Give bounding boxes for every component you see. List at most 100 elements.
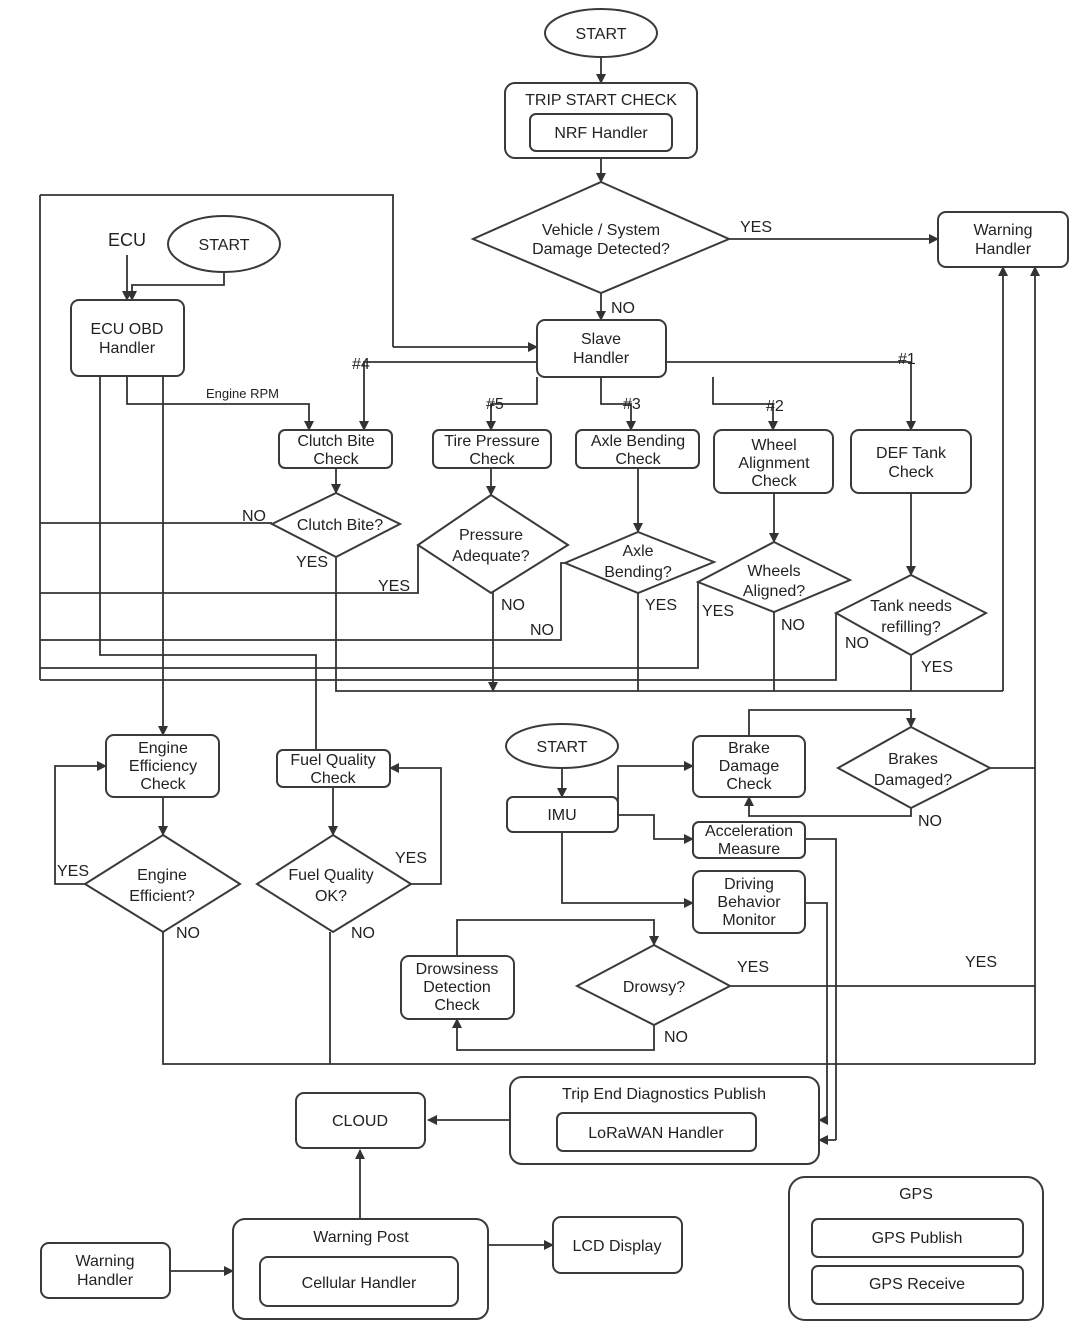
tire-pressure-check-node: Tire Pressure Check	[432, 429, 552, 469]
trip-start-check-node: TRIP START CHECK NRF Handler	[504, 82, 698, 159]
warning-handler-bottom-node: Warning Handler	[40, 1242, 171, 1299]
start-node-imu: START	[505, 723, 619, 769]
edge-label-engine-yes: YES	[57, 863, 89, 880]
edge-label-drowsy-yes-right: YES	[965, 954, 997, 971]
svg-text:Tire Pressure: Tire Pressure	[444, 433, 540, 450]
svg-text:Vehicle / System: Vehicle / System	[542, 222, 660, 239]
svg-text:GPS Publish: GPS Publish	[872, 1230, 963, 1247]
brake-damage-check-node: Brake Damage Check	[692, 735, 806, 798]
edge-label-axle-no: NO	[530, 622, 554, 639]
lcd-display-node: LCD Display	[552, 1216, 683, 1274]
svg-text:IMU: IMU	[547, 807, 576, 824]
svg-text:Check: Check	[310, 770, 356, 787]
svg-text:Acceleration: Acceleration	[705, 823, 793, 840]
svg-text:Behavior: Behavior	[717, 894, 781, 911]
edge-label-wheels-yes: YES	[702, 603, 734, 620]
warning-post-node: Warning Post Cellular Handler	[232, 1218, 489, 1320]
edge-label-n2: #2	[766, 398, 784, 415]
svg-text:Axle: Axle	[622, 543, 653, 560]
svg-text:Warning: Warning	[974, 222, 1033, 239]
svg-text:Check: Check	[140, 776, 186, 793]
edge-label-drowsy-no: NO	[664, 1029, 688, 1046]
clutch-bite-decision: Clutch Bite?	[269, 491, 403, 559]
edge-label-tank-yes: YES	[921, 659, 953, 676]
svg-text:Check: Check	[751, 473, 797, 490]
connectors	[39, 57, 1040, 1276]
slave-handler-node: Slave Handler	[536, 319, 667, 378]
svg-text:Trip End Diagnostics Publish: Trip End Diagnostics Publish	[562, 1086, 766, 1103]
svg-text:Bending?: Bending?	[604, 564, 672, 581]
edge-label-clutch-no: NO	[242, 508, 266, 525]
drowsy-decision: Drowsy?	[574, 943, 733, 1027]
edge-label-wheels-no: NO	[781, 617, 805, 634]
svg-text:CLOUD: CLOUD	[332, 1113, 388, 1130]
svg-text:Check: Check	[726, 776, 772, 793]
edge-label-clutch-yes: YES	[296, 554, 328, 571]
svg-text:Warning Post: Warning Post	[313, 1229, 409, 1246]
ecu-label: ECU	[108, 230, 146, 250]
acceleration-measure-node: Acceleration Measure	[692, 821, 806, 859]
start-node-top: START	[544, 8, 658, 58]
svg-text:Engine: Engine	[138, 740, 188, 757]
svg-text:Warning: Warning	[76, 1253, 135, 1270]
svg-text:LoRaWAN Handler: LoRaWAN Handler	[588, 1125, 724, 1142]
svg-text:Handler: Handler	[975, 241, 1032, 258]
svg-text:Fuel Quality: Fuel Quality	[290, 752, 375, 769]
svg-text:Tank needs: Tank needs	[870, 598, 952, 615]
engine-efficiency-check-node: Engine Efficiency Check	[105, 734, 220, 798]
edge-label-damage-yes: YES	[740, 219, 772, 236]
svg-text:START: START	[537, 739, 588, 756]
edge-label-axle-yes: YES	[645, 597, 677, 614]
svg-text:Axle Bending: Axle Bending	[591, 433, 685, 450]
svg-text:Damaged?: Damaged?	[874, 772, 952, 789]
edge-labels: YES NO Engine RPM #4 #1 #5 #3 #2 NO YES …	[57, 219, 997, 1046]
driving-behavior-monitor-node: Driving Behavior Monitor	[692, 870, 806, 934]
svg-text:Clutch Bite: Clutch Bite	[297, 433, 374, 450]
edge-label-n1: #1	[898, 351, 916, 368]
svg-text:Check: Check	[434, 997, 480, 1014]
svg-text:DEF Tank: DEF Tank	[876, 445, 947, 462]
svg-text:Check: Check	[615, 451, 661, 468]
ecu-obd-handler-node: ECU OBD Handler	[70, 299, 185, 377]
svg-text:Check: Check	[469, 451, 515, 468]
start-node-ecu: START	[167, 215, 281, 273]
svg-text:Aligned?: Aligned?	[743, 583, 805, 600]
svg-text:Handler: Handler	[77, 1272, 134, 1289]
svg-text:Brakes: Brakes	[888, 751, 938, 768]
svg-text:Detection: Detection	[423, 979, 491, 996]
edge-label-brakes-no: NO	[918, 813, 942, 830]
svg-text:Wheels: Wheels	[747, 563, 800, 580]
warning-handler-node: Warning Handler	[937, 211, 1069, 268]
edge-label-fuel-yes: YES	[395, 850, 427, 867]
cloud-node: CLOUD	[295, 1092, 426, 1149]
svg-text:Fuel Quality: Fuel Quality	[288, 867, 373, 884]
edge-label-tank-no: NO	[845, 635, 869, 652]
svg-text:GPS: GPS	[899, 1186, 933, 1203]
trip-end-diagnostics-node: Trip End Diagnostics Publish LoRaWAN Han…	[509, 1076, 820, 1165]
edge-label-pressure-yes: YES	[378, 578, 410, 595]
clutch-bite-check-node: Clutch Bite Check	[278, 429, 393, 469]
edge-label-n3: #3	[623, 396, 641, 413]
svg-text:START: START	[576, 26, 627, 43]
svg-text:Drowsiness: Drowsiness	[416, 961, 499, 978]
svg-text:Check: Check	[888, 464, 934, 481]
svg-text:Alignment: Alignment	[738, 455, 810, 472]
fuel-quality-check-node: Fuel Quality Check	[276, 749, 391, 788]
svg-text:Clutch Bite?: Clutch Bite?	[297, 517, 383, 534]
svg-text:Check: Check	[313, 451, 359, 468]
imu-node: IMU	[506, 796, 619, 833]
svg-text:OK?: OK?	[315, 888, 347, 905]
edge-label-engine-no: NO	[176, 925, 200, 942]
axle-bending-decision: Axle Bending?	[562, 530, 717, 595]
svg-text:GPS Receive: GPS Receive	[869, 1276, 965, 1293]
edge-label-fuel-no: NO	[351, 925, 375, 942]
axle-bending-check-node: Axle Bending Check	[575, 429, 700, 469]
svg-text:Damage Detected?: Damage Detected?	[532, 241, 670, 258]
wheels-aligned-decision: Wheels Aligned?	[695, 540, 853, 614]
drowsiness-detection-check-node: Drowsiness Detection Check	[400, 955, 515, 1020]
edge-label-damage-no: NO	[611, 300, 635, 317]
svg-text:Efficiency: Efficiency	[129, 758, 197, 775]
fuel-quality-decision: Fuel Quality OK?	[255, 833, 413, 934]
pressure-adequate-decision: Pressure Adequate?	[416, 493, 570, 595]
